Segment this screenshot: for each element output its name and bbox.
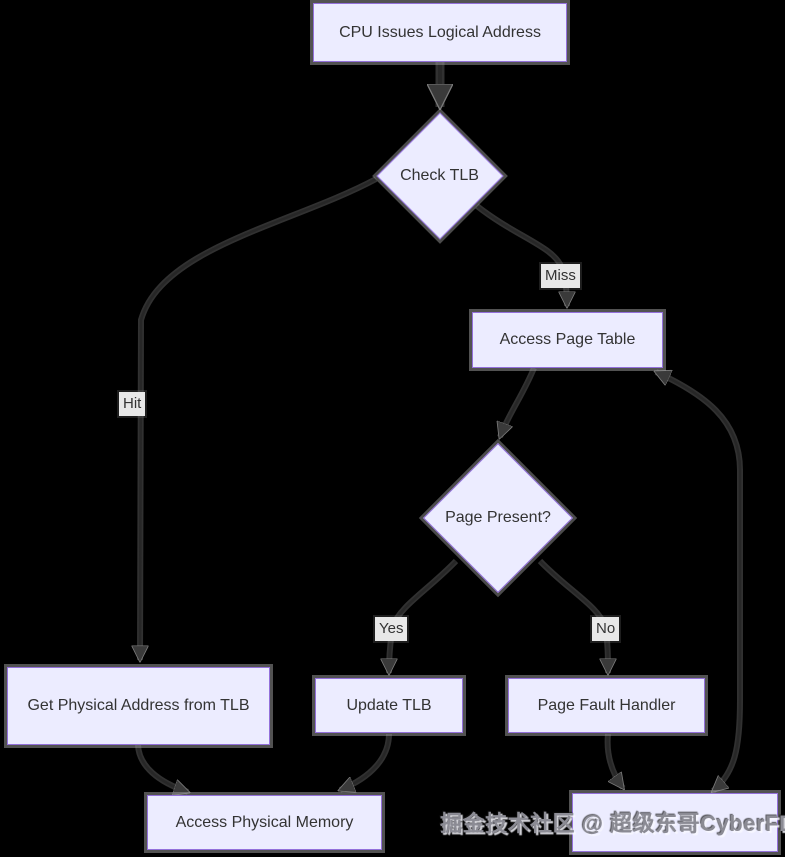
edge-label-hit: Hit — [119, 392, 146, 416]
edge-update-tlb-to-access-memory — [340, 733, 392, 790]
node-label-access-page-table: Access Page Table — [499, 331, 636, 349]
node-label-check-tlb: Check TLB — [400, 167, 479, 185]
node-access-page-table: Access Page Table — [472, 312, 663, 368]
edge-page-fault-to-obscured-node — [604, 733, 626, 788]
edge-check-tlb-hit-get-physical — [140, 176, 378, 660]
node-cpu-issues-logical-address: CPU Issues Logical Address — [313, 3, 567, 62]
edge-access-page-table-to-page-present — [500, 366, 537, 437]
edge-loopback-to-access-page-table — [656, 369, 743, 791]
node-label-access-physical-memory: Access Physical Memory — [175, 813, 354, 831]
node-page-present: Page Present? — [423, 443, 573, 593]
node-label-get-physical-address: Get Physical Address from TLB — [27, 697, 250, 715]
node-label-update-tlb: Update TLB — [346, 696, 432, 714]
node-label-page-present: Page Present? — [445, 509, 551, 527]
node-label-page-fault-handler: Page Fault Handler — [537, 696, 676, 714]
edge-label-miss: Miss — [541, 264, 580, 288]
edge-check-tlb-miss-access-page-table — [475, 203, 567, 306]
node-get-physical-address: Get Physical Address from TLB — [7, 667, 270, 745]
edge-get-physical-to-access-memory — [135, 744, 188, 792]
node-page-fault-handler: Page Fault Handler — [508, 678, 705, 733]
node-access-physical-memory: Access Physical Memory — [147, 795, 382, 850]
watermark-text: 掘金技术社区 @ 超级东哥CyberFD — [440, 811, 785, 836]
edge-label-yes: Yes — [375, 617, 408, 641]
node-update-tlb: Update TLB — [315, 678, 463, 733]
node-label-cpu: CPU Issues Logical Address — [339, 23, 541, 41]
node-check-tlb: Check TLB — [375, 112, 504, 240]
edge-label-no: No — [592, 617, 620, 641]
node-obscured-by-watermark — [572, 793, 778, 852]
